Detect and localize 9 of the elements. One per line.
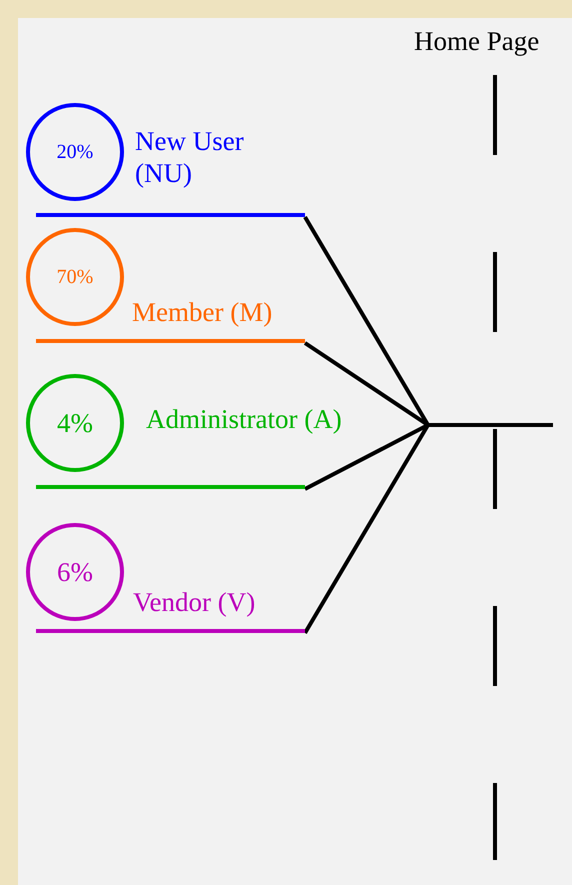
lifeline-heading: Home Page <box>414 26 540 57</box>
percentage-circle: 6% <box>26 523 124 621</box>
percentage-circle: 70% <box>26 228 124 326</box>
percentage-circle: 20% <box>26 103 124 201</box>
user-role-label: Administrator (A) <box>146 403 343 435</box>
user-role-label: Vendor (V) <box>133 586 256 618</box>
percentage-circle: 4% <box>26 374 124 472</box>
user-role-label: Member (M) <box>132 296 272 328</box>
user-role-label: New User (NU) <box>135 125 245 189</box>
